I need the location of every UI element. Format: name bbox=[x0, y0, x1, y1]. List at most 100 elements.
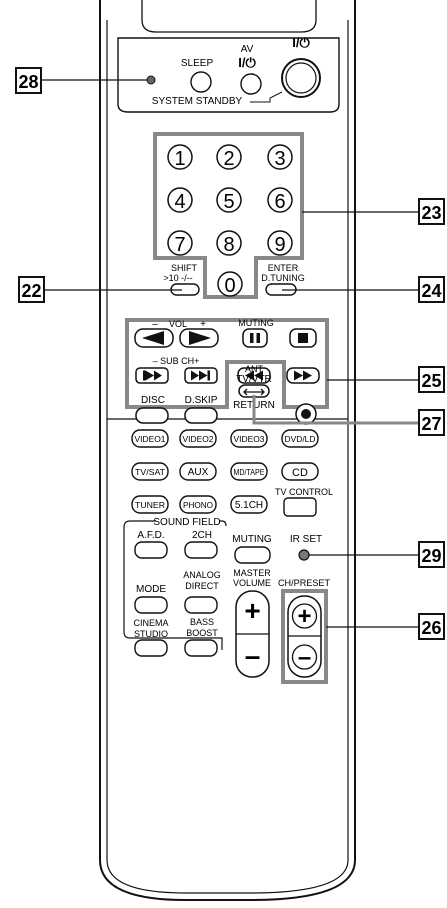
bass-boost-button[interactable] bbox=[184, 639, 218, 657]
pause-button[interactable] bbox=[242, 328, 268, 348]
numpad-key-label: 4 bbox=[174, 191, 185, 213]
input-button[interactable] bbox=[230, 462, 268, 481]
numpad-key[interactable] bbox=[167, 144, 193, 170]
analog-label: ANALOG bbox=[183, 570, 221, 580]
callout-22-label: 22 bbox=[21, 281, 41, 301]
stop-icon bbox=[298, 333, 308, 343]
afd-label: A.F.D. bbox=[137, 530, 164, 541]
system-standby-label: SYSTEM STANDBY bbox=[152, 96, 243, 107]
callout-24-label: 24 bbox=[421, 281, 441, 301]
input-button-label: 5.1CH bbox=[235, 500, 263, 511]
numpad-key[interactable] bbox=[267, 144, 293, 170]
prev-track-icon bbox=[143, 370, 162, 381]
input-button-label: PHONO bbox=[183, 500, 213, 510]
numpad-key[interactable] bbox=[167, 187, 193, 213]
vol-plus-label: + bbox=[200, 319, 206, 330]
input-button[interactable] bbox=[179, 495, 217, 514]
input-button[interactable] bbox=[131, 462, 169, 481]
ch-preset-minus-circle bbox=[291, 644, 318, 670]
numpad-key[interactable] bbox=[267, 230, 293, 256]
2ch-button[interactable] bbox=[184, 541, 218, 559]
input-button[interactable] bbox=[131, 495, 169, 514]
master-volume-plus: + bbox=[244, 595, 260, 626]
input-button[interactable] bbox=[179, 429, 217, 448]
cinema-label: CINEMA bbox=[133, 618, 168, 628]
callout-27-leader bbox=[252, 395, 421, 425]
tv-control-label: TV CONTROL bbox=[275, 487, 333, 497]
numpad-key-label: 1 bbox=[174, 148, 185, 170]
muting2-button[interactable] bbox=[234, 546, 271, 564]
input-button-label: VIDEO2 bbox=[183, 434, 214, 444]
tv-control-button[interactable] bbox=[283, 497, 317, 517]
enter-label: ENTER bbox=[268, 263, 299, 273]
rewind-icon bbox=[245, 370, 263, 381]
numpad-key[interactable] bbox=[217, 271, 243, 297]
numpad-key-label: 7 bbox=[174, 234, 185, 256]
callout-25 bbox=[418, 366, 445, 393]
callout-28 bbox=[15, 67, 42, 94]
numpad-key[interactable] bbox=[216, 144, 242, 170]
input-button-label: MD/TAPE bbox=[234, 467, 265, 477]
numpad-keys: 1 2 3 4 5 6 7 8 9 0 bbox=[167, 144, 293, 297]
numpad-key-label: 8 bbox=[223, 234, 234, 256]
ir-set-label: IR SET bbox=[290, 534, 322, 545]
callout-26 bbox=[418, 613, 445, 640]
input-button[interactable] bbox=[281, 429, 319, 448]
numpad-key[interactable] bbox=[267, 187, 293, 213]
muting-label: MUTING bbox=[238, 318, 274, 328]
numpad-key-label: 3 bbox=[274, 148, 285, 170]
next-track-icon bbox=[191, 370, 210, 381]
input-button[interactable] bbox=[230, 495, 268, 514]
input-button-label: VIDEO1 bbox=[135, 434, 166, 444]
callout-29-label: 29 bbox=[421, 546, 441, 566]
sound-field-bracket-right bbox=[219, 520, 227, 527]
input-button[interactable] bbox=[230, 429, 268, 448]
av-power-button[interactable] bbox=[240, 73, 262, 95]
numpad-key[interactable] bbox=[216, 230, 242, 256]
input-button-label: TUNER bbox=[135, 500, 165, 510]
numpad-frame bbox=[153, 132, 304, 299]
vol-minus-label: – bbox=[152, 319, 158, 330]
remote-inner-edge bbox=[106, 20, 349, 894]
d-skip-label: D.SKIP bbox=[185, 395, 218, 406]
tv-vtr-label: TV/VTR bbox=[236, 374, 272, 385]
mode-button[interactable] bbox=[134, 596, 168, 614]
sound-field-bracket bbox=[123, 520, 223, 650]
sub-ch-label: – SUB CH+ bbox=[153, 356, 200, 366]
transport-frame bbox=[125, 318, 329, 409]
d-skip-button[interactable] bbox=[184, 407, 218, 424]
standby-panel bbox=[117, 37, 340, 113]
callout-28-label: 28 bbox=[18, 72, 38, 92]
ch-preset-plus-circle bbox=[291, 603, 318, 629]
disc-button[interactable] bbox=[135, 407, 169, 424]
display-window bbox=[141, 0, 317, 33]
input-button-label: TV/SAT bbox=[135, 467, 165, 477]
input-button[interactable] bbox=[179, 462, 217, 481]
muting2-label: MUTING bbox=[232, 534, 272, 545]
d-tuning-label: D.TUNING bbox=[261, 273, 305, 283]
sleep-button[interactable] bbox=[190, 71, 212, 93]
main-power-label: I/⏻ bbox=[292, 35, 310, 50]
master-volume-minus: – bbox=[245, 640, 261, 671]
ir-set-button[interactable] bbox=[298, 549, 310, 561]
numpad-key[interactable] bbox=[167, 230, 193, 256]
shift-sub-label: >10 -/-- bbox=[163, 273, 192, 283]
sleep-label: SLEEP bbox=[181, 58, 214, 69]
callout-23 bbox=[418, 198, 445, 225]
remote-body bbox=[99, 0, 356, 901]
pause-icon-bar-left bbox=[250, 333, 254, 343]
analog-direct-button[interactable] bbox=[184, 596, 218, 614]
input-button[interactable] bbox=[131, 429, 169, 448]
afd-button[interactable] bbox=[134, 541, 168, 559]
numpad-key[interactable] bbox=[216, 187, 242, 213]
main-power-button[interactable] bbox=[285, 62, 317, 94]
shift-label: SHIFT bbox=[171, 263, 198, 273]
cinema-studio-button[interactable] bbox=[134, 639, 168, 657]
record-icon bbox=[301, 409, 311, 419]
input-button[interactable] bbox=[281, 462, 319, 481]
av-power-label: I/⏻ bbox=[238, 55, 256, 70]
callout-27-label: 27 bbox=[421, 414, 441, 434]
fast-forward-icon bbox=[294, 370, 312, 381]
callout-29 bbox=[418, 541, 445, 568]
